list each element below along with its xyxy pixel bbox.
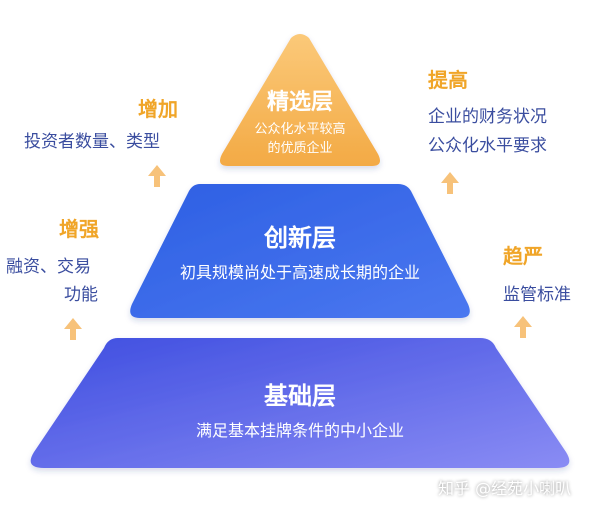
- right-note-raise-title: 提高: [428, 68, 468, 92]
- left-note-strengthen-line-2: 功能: [64, 285, 98, 305]
- left-note-increase-title: 增加: [138, 97, 178, 121]
- right-note-stricter-line-1: 监管标准: [503, 285, 571, 305]
- right-note-raise-line-2: 公众化水平要求: [428, 136, 547, 156]
- middle-tier-desc: 初具规模尚处于高速成长期的企业: [179, 263, 420, 282]
- middle-tier-title: 创新层: [264, 224, 336, 252]
- top-tier-shape: [220, 34, 380, 166]
- right-note-raise-line-1: 企业的财务状况: [428, 107, 547, 127]
- top-tier-title: 精选层: [266, 90, 333, 115]
- left-note-increase-line-1: 投资者数量、类型: [24, 132, 160, 152]
- base-tier-shape: [30, 338, 570, 468]
- up-arrow-icon: [64, 318, 82, 340]
- up-arrow-icon: [148, 165, 166, 187]
- left-note-strengthen-title: 增强: [59, 217, 99, 241]
- base-tier-title: 基础层: [264, 382, 336, 410]
- up-arrow-icon: [514, 316, 532, 338]
- top-tier-desc-line-2: 的优质企业: [267, 141, 333, 156]
- base-tier-desc: 满足基本挂牌条件的中小企业: [195, 421, 404, 440]
- up-arrow-icon: [441, 172, 459, 194]
- middle-tier-shape: [130, 184, 470, 318]
- right-note-stricter-title: 趋严: [503, 244, 543, 268]
- left-note-strengthen-line-1: 融资、交易: [6, 257, 91, 277]
- top-tier-desc-line-1: 公众化水平较高: [254, 122, 346, 137]
- watermark: 知乎 @经苑小喇叭: [438, 479, 572, 498]
